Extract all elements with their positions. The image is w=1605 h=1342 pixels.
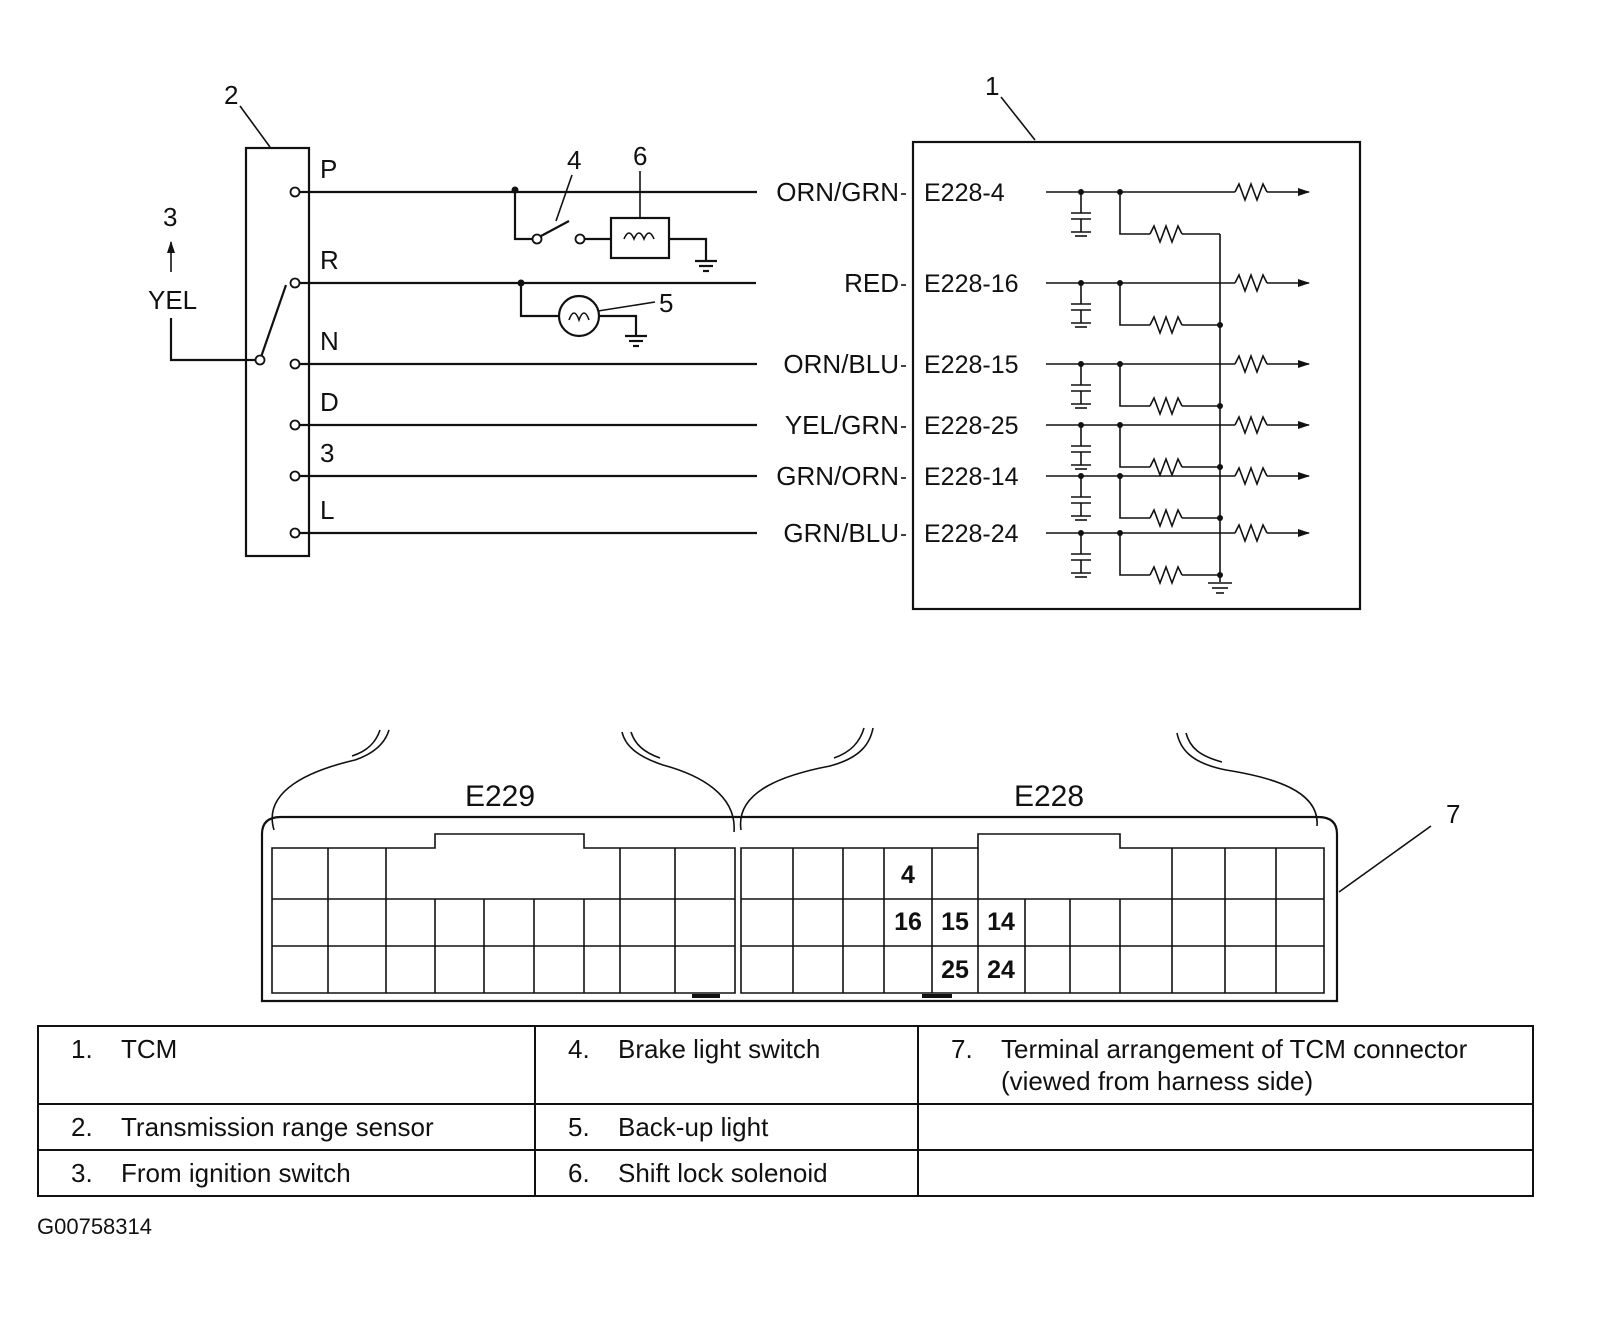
range-label: L [320,495,334,525]
connector-cell-15: 15 [941,908,969,936]
terminal-4 [289,470,301,482]
tcm-pin-label: E228-4 [924,179,1005,207]
terminal-1 [289,277,301,289]
feed-wire-label: YEL [148,285,197,315]
tcm-ground-bus [1208,234,1232,594]
wire-color-label: ORN/GRN [776,177,899,207]
legend-text: From ignition switch [121,1158,351,1188]
legend-number: 2. [71,1112,93,1142]
connector-grid [272,848,1324,993]
terminal-3 [289,419,301,431]
connector-cell-4: 4 [901,861,915,889]
connector-e229-label: E229 [465,780,535,813]
legend-number: 3. [71,1158,93,1188]
terminal-5 [289,527,301,539]
legend-number: 7. [951,1034,973,1064]
callout-7: 7 [1446,799,1460,829]
figure-id: G00758314 [37,1214,152,1239]
shift-lock-solenoid [609,216,717,273]
connector-cell-14: 14 [987,908,1015,936]
legend-table: 1. TCM 4. Brake light switch 7. Terminal arra… [37,1025,1534,1197]
callout-6: 6 [633,141,647,171]
legend-row: 3. From ignition switch 6. Shift lock solen… [37,1149,1534,1197]
range-label: 3 [320,438,334,468]
connector-cell-25: 25 [941,956,969,984]
legend-cell: 7. Terminal arrangement of TCM connector … [917,1025,1534,1105]
legend-text: Terminal arrangement of TCM connector (v… [1001,1034,1468,1096]
legend-cell [917,1149,1534,1197]
brake-light-switch [511,186,611,245]
legend-number: 6. [568,1158,590,1188]
wire-color-label: GRN/ORN [776,461,899,491]
legend-text: Back-up light [618,1112,769,1142]
legend-number: 4. [568,1034,590,1064]
legend-text: Brake light switch [618,1034,821,1064]
legend-cell: 2. Transmission range sensor [37,1103,536,1151]
tcm-input-circuit [1046,272,1310,336]
backup-light [517,279,647,348]
terminal-0 [289,186,301,198]
wire-color-label: RED [844,268,899,298]
connector-cell-24: 24 [987,956,1015,984]
callout-3: 3 [163,202,177,232]
callout-4: 4 [567,145,581,175]
tcm-input-circuit [1046,181,1310,245]
tcm-input-circuit [1046,353,1310,417]
legend-cell: 5. Back-up light [534,1103,919,1151]
tcm-pin-label: E228-24 [924,520,1019,548]
legend-cell: 4. Brake light switch [534,1025,919,1105]
tcm-connector [260,727,1339,1003]
connector-cell-16: 16 [894,908,922,936]
terminal-2 [289,358,301,370]
range-selector-contact [258,284,288,361]
wire-color-label: GRN/BLU [783,518,899,548]
legend-cell: 6. Shift lock solenoid [534,1149,919,1197]
legend-cell: 3. From ignition switch [37,1149,536,1197]
range-label: N [320,326,339,356]
tcm-input-circuit [1046,522,1310,586]
legend-text: Shift lock solenoid [618,1158,828,1188]
callout-1: 1 [985,71,999,101]
wire-color-label: YEL/GRN [785,410,899,440]
callout-2: 2 [224,80,238,110]
tcm-pin-label: E228-14 [924,463,1019,491]
tcm-box [911,140,1362,611]
tcm-pin-label: E228-15 [924,351,1019,379]
legend-number: 5. [568,1112,590,1142]
tcm-pin-label: E228-16 [924,270,1019,298]
range-label: P [320,154,337,184]
tcm-input-circuit [1046,414,1310,478]
tcm-input-circuits [1046,181,1310,594]
connector-e228-label: E228 [1014,780,1084,813]
range-label: D [320,387,339,417]
callout-5: 5 [659,288,673,318]
legend-cell: 1. TCM [37,1025,536,1105]
legend-text: TCM [121,1034,178,1064]
legend-row: 2. Transmission range sensor 5. Back-up lig… [37,1103,1534,1151]
legend-number: 1. [71,1034,93,1064]
transmission-range-sensor [244,146,311,558]
range-label: R [320,245,339,275]
range-circuits: P ORN/GRN E228-4R RED E228-16N ORN/BLU E228-15… [289,154,1019,548]
tcm-input-circuit [1046,465,1310,529]
legend-text: Transmission range sensor [121,1112,434,1142]
wire-color-label: ORN/BLU [783,349,899,379]
legend-cell [917,1103,1534,1151]
tcm-pin-label: E228-25 [924,412,1019,440]
legend-row: 1. TCM 4. Brake light switch 7. Terminal arra… [37,1025,1534,1105]
